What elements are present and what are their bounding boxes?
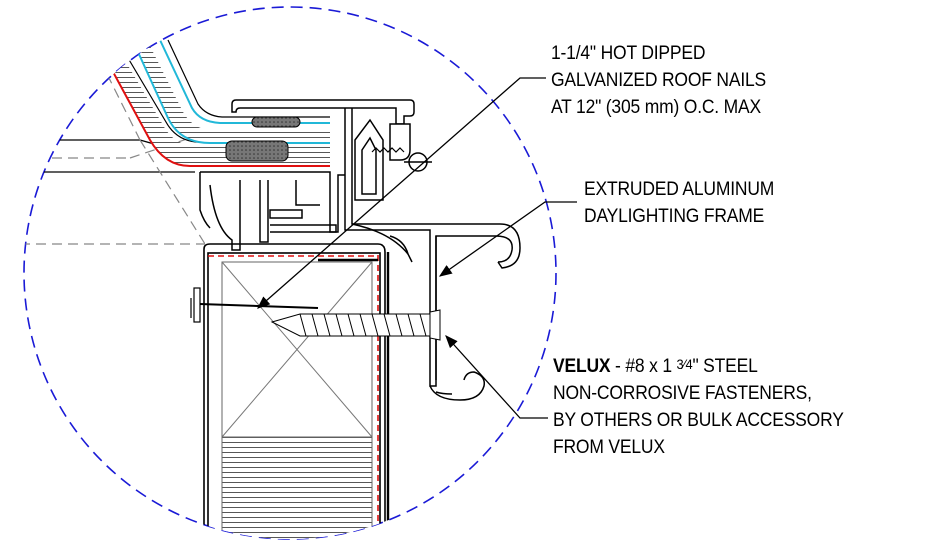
fasteners-line-1: VELUX - #8 x 1 3⁄4" STEEL bbox=[553, 351, 844, 380]
nails-leader bbox=[257, 77, 546, 309]
underlayment-layer bbox=[111, 57, 330, 167]
aluminum-frame bbox=[199, 99, 521, 401]
sealant-pad-upper bbox=[251, 116, 301, 128]
frame-leader bbox=[438, 201, 577, 277]
fasteners-callout: VELUX - #8 x 1 3⁄4" STEEL NON-CORROSIVE … bbox=[553, 351, 844, 461]
fasteners-line-3: BY OTHERS OR BULK ACCESSORY bbox=[553, 410, 844, 431]
flashing-layer bbox=[137, 39, 330, 144]
fastener-spec: - #8 x 1 bbox=[610, 356, 677, 377]
velux-brand: VELUX bbox=[553, 356, 611, 377]
nails-line-2: GALVANIZED ROOF NAILS bbox=[551, 70, 767, 91]
nails-line-1: 1-1/4" HOT DIPPED bbox=[551, 43, 706, 64]
fastener-fraction: 3⁄4 bbox=[676, 356, 693, 372]
detail-circle bbox=[23, 6, 557, 540]
spring-clip bbox=[371, 147, 405, 153]
leader-lines bbox=[257, 77, 577, 419]
sealant-pad bbox=[225, 140, 289, 162]
nails-line-3: AT 12" (305 mm) O.C. MAX bbox=[551, 97, 761, 118]
fasteners-line-4: FROM VELUX bbox=[553, 437, 665, 458]
fastener-leader bbox=[445, 335, 548, 419]
frame-line-2: DAYLIGHTING FRAME bbox=[584, 206, 765, 227]
frame-callout: EXTRUDED ALUMINUM DAYLIGHTING FRAME bbox=[584, 176, 774, 230]
fasteners-line-2: NON-CORROSIVE FASTENERS, bbox=[553, 383, 812, 404]
frame-line-1: EXTRUDED ALUMINUM bbox=[584, 179, 775, 200]
nails-callout: 1-1/4" HOT DIPPED GALVANIZED ROOF NAILS … bbox=[551, 40, 766, 121]
screw-fastener bbox=[270, 309, 441, 341]
fastener-spec-end: " STEEL bbox=[692, 356, 758, 377]
curb bbox=[203, 243, 390, 539]
